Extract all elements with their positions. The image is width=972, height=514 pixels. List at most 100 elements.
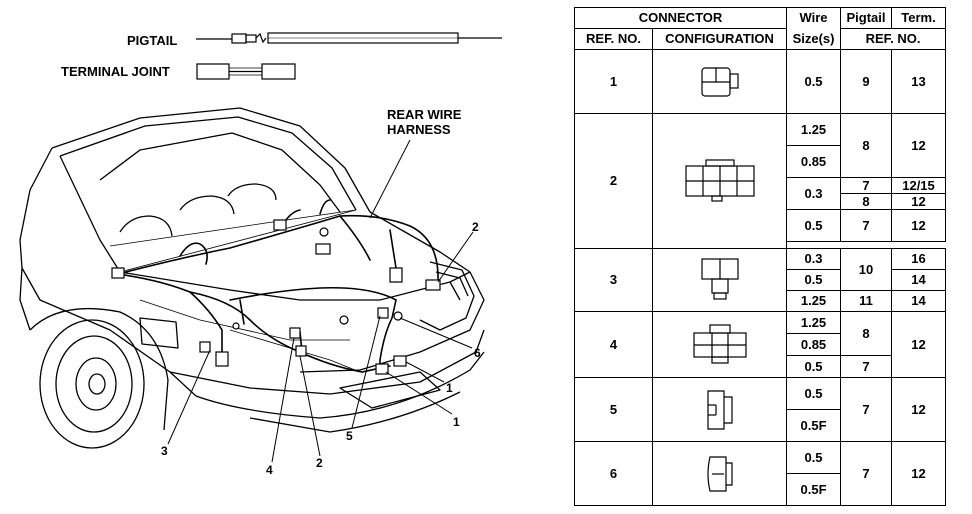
connector-1-icon	[700, 66, 739, 97]
table-row: 1 0.5 9 13	[574, 49, 947, 114]
connector-2-lower-icon	[295, 345, 307, 357]
table-row: 0.5F	[575, 473, 946, 506]
table-row: 2 1.25 8 12	[574, 113, 947, 249]
connector-2-icon	[684, 159, 755, 202]
wire-size-cell: 0.5	[786, 49, 842, 114]
pigtail-cell: 9	[840, 49, 893, 114]
terminal-joint-icon	[196, 63, 296, 80]
grommet-icon	[319, 227, 329, 237]
pigtail-label: PIGTAIL	[127, 33, 177, 48]
ref-no-cell: 6	[574, 441, 653, 506]
config-cell	[651, 49, 788, 114]
header-size: Size(s)	[786, 28, 842, 50]
term-cell: 12	[891, 441, 947, 506]
callout-1-lower: 1	[453, 415, 460, 429]
pigtail-cell: 7	[840, 441, 893, 506]
pigtail-cell: 8	[840, 311, 893, 356]
callout-2-top: 2	[472, 220, 479, 234]
pigtail-cell: 7	[840, 355, 893, 378]
callout-6: 6	[474, 346, 481, 360]
header-wire: Wire	[786, 7, 842, 29]
header-pigtail: Pigtail	[840, 7, 893, 29]
connector-3-icon-on-car	[199, 341, 211, 353]
callout-5: 5	[346, 429, 353, 443]
pigtail-cell: 8	[840, 193, 893, 210]
term-cell: 12	[891, 377, 947, 442]
pigtail-cell: 7	[840, 177, 893, 194]
table-row: 0.5F	[575, 409, 946, 442]
wire-size-cell: 0.3	[786, 248, 842, 270]
grommet-icon	[339, 315, 349, 325]
terminal-joint-label: TERMINAL JOINT	[61, 64, 170, 79]
connector-block-icon	[111, 267, 125, 279]
callout-leaders	[167, 231, 474, 463]
connector-table: CONNECTOR Wire Pigtail Term. REF. NO. CO…	[573, 7, 947, 506]
wire-size-cell: 0.5	[786, 269, 842, 291]
ref-no-cell: 5	[574, 377, 653, 442]
harness-label-line1: REAR WIRE	[387, 107, 462, 122]
term-cell: 13	[891, 49, 947, 114]
wire-size-cell: 0.5	[786, 377, 842, 410]
table-row: 4 1.25 8 12	[574, 311, 947, 378]
pigtail-cell: 8	[840, 113, 893, 178]
header-ref-no-2: REF. NO.	[840, 28, 947, 50]
header-connector: CONNECTOR	[573, 7, 788, 29]
config-cell	[651, 113, 788, 249]
ref-no-cell: 4	[574, 311, 653, 378]
term-cell: 12/15	[891, 177, 947, 194]
callout-4: 4	[266, 463, 273, 477]
table-row: 5 0.5 7 12	[574, 377, 947, 442]
table-row: 6 0.5 7 12	[574, 441, 947, 506]
ref-no-cell: 2	[574, 113, 653, 249]
term-cell: 12	[891, 311, 947, 378]
pigtail-icon	[196, 32, 502, 44]
wire-size-cell: 1.25	[786, 113, 842, 146]
term-cell: 14	[891, 290, 947, 312]
connector-block-icon	[389, 267, 403, 283]
connector-5-icon	[706, 389, 733, 430]
header-ref-no: REF. NO.	[574, 28, 653, 50]
connector-2-upper-icon	[425, 279, 441, 291]
wire-size-cell: 0.85	[786, 333, 842, 356]
wire-size-cell: 0.5	[786, 209, 842, 242]
ref-no-cell: 3	[574, 248, 653, 312]
config-cell	[651, 248, 788, 312]
connector-6-icon	[706, 455, 733, 492]
table-row: 1.25 11 14	[575, 290, 947, 312]
connector-block-icon	[273, 219, 287, 231]
wire-size-cell: 0.5	[786, 441, 842, 474]
car-outline	[19, 107, 485, 449]
callout-2-bottom: 2	[316, 456, 323, 470]
term-cell: 16	[891, 248, 947, 270]
wire-size-cell: 1.25	[786, 290, 842, 312]
connector-block-icon	[215, 351, 229, 367]
wire-size-cell: 0.5F	[786, 473, 842, 506]
wire-size-cell: 1.25	[786, 311, 842, 334]
wire-size-cell: 0.5	[786, 355, 842, 378]
connector-block-icon	[315, 243, 331, 255]
connector-4-icon-on-car	[289, 327, 301, 339]
callout-3: 3	[161, 444, 168, 458]
table-row: 0.5 14	[575, 269, 947, 291]
connector-4-icon	[692, 323, 747, 364]
pigtail-cell: 7	[840, 209, 893, 242]
header-configuration: CONFIGURATION	[651, 28, 788, 50]
harness-label-line2: HARNESS	[387, 122, 451, 137]
table-row: 0.5 7	[575, 355, 946, 378]
harness-connectors	[111, 219, 441, 375]
term-cell: 12	[891, 193, 947, 210]
pigtail-cell: 7	[840, 377, 893, 442]
term-cell: 14	[891, 269, 947, 291]
config-cell	[651, 441, 788, 506]
grommet-icon	[232, 322, 240, 330]
wire-harness	[117, 199, 439, 373]
config-cell	[651, 377, 788, 442]
wire-size-cell: 0.5F	[786, 409, 842, 442]
connector-1b-icon-on-car	[375, 363, 389, 375]
term-cell: 12	[891, 209, 947, 242]
table-row: 0.5 7 12	[575, 209, 947, 242]
pigtail-cell: 10	[840, 248, 893, 291]
harness-leader	[369, 139, 411, 219]
callout-1-upper: 1	[446, 381, 453, 395]
connector-3-icon	[700, 258, 739, 300]
